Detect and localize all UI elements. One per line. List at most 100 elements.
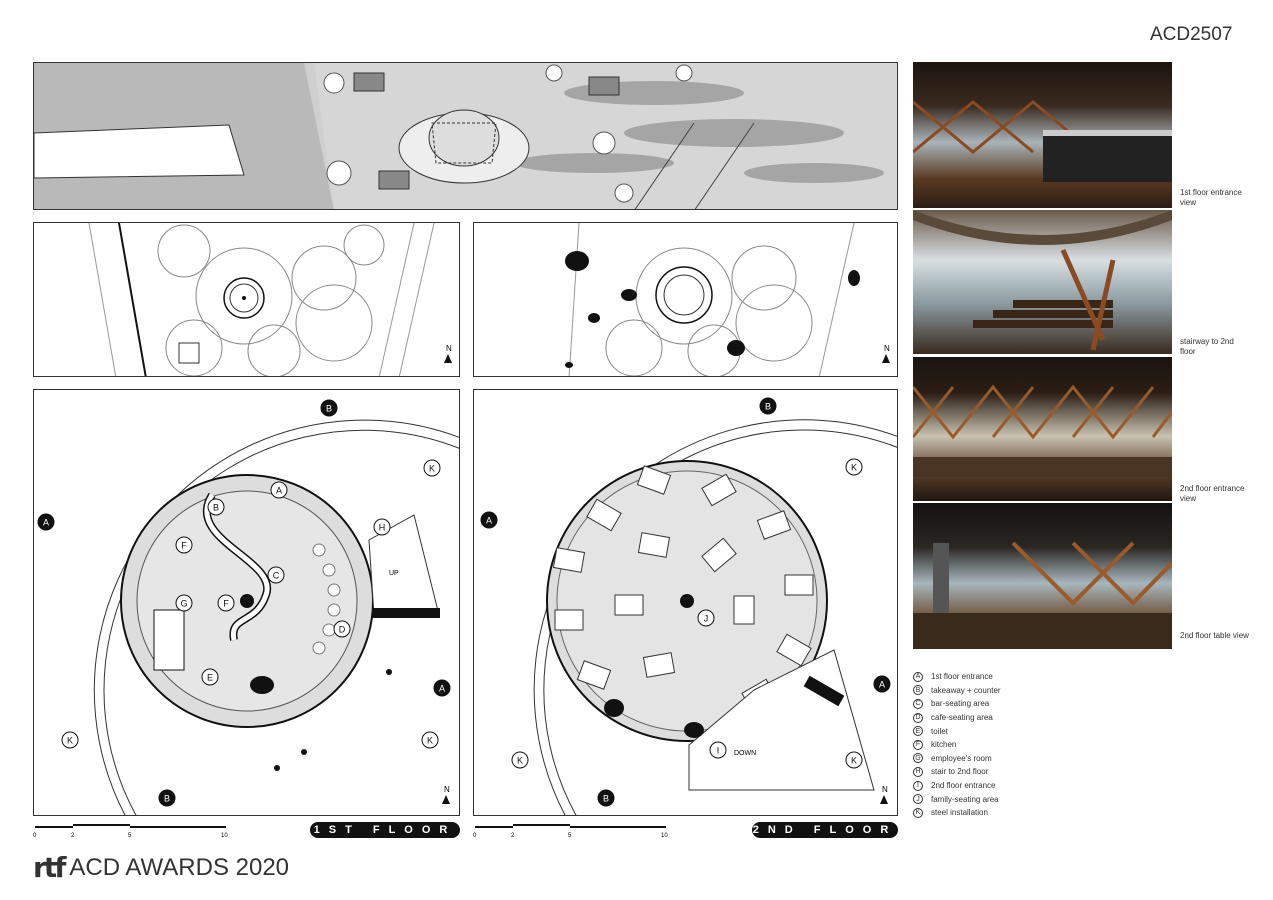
dining-table	[637, 532, 671, 558]
plan-marker-f: F	[217, 594, 235, 612]
svg-text:B: B	[603, 794, 609, 804]
legend-label: takeaway + counter	[931, 685, 1001, 695]
svg-text:K: K	[429, 464, 435, 474]
north-arrow-label: N	[882, 785, 888, 794]
dining-table	[733, 595, 755, 625]
plan-marker-k: K	[845, 458, 863, 476]
svg-text:K: K	[517, 756, 523, 766]
svg-text:H: H	[379, 523, 386, 533]
north-arrow-icon	[442, 795, 450, 804]
svg-text:G: G	[180, 599, 187, 609]
plan-marker-f: F	[175, 536, 193, 554]
legend-key: A	[913, 671, 923, 682]
render-caption: 2nd floor entrance view	[1180, 484, 1245, 503]
legend-label: family-seating area	[931, 794, 999, 804]
floor-label-2nd: 2ND FLOOR	[752, 822, 898, 838]
dining-table	[554, 609, 584, 631]
plan-marker-b: B	[158, 789, 176, 807]
legend-key: H	[913, 766, 923, 777]
svg-text:I: I	[717, 746, 720, 756]
dining-table	[756, 510, 792, 540]
svg-text:10: 10	[221, 833, 228, 839]
plan-marker-a: A	[433, 679, 451, 697]
legend-key: D	[913, 712, 923, 723]
plan-marker-b: B	[207, 498, 225, 516]
aerial-site-view	[33, 62, 898, 210]
svg-text:A: A	[276, 486, 282, 496]
plan-marker-a: A	[873, 675, 891, 693]
render-2nd-floor-entrance	[913, 357, 1172, 501]
site-plan-1st-floor: N	[33, 222, 460, 377]
legend-key: E	[913, 726, 923, 737]
plan-marker-k: K	[845, 751, 863, 769]
north-arrow-label: N	[444, 785, 450, 794]
dining-table	[784, 574, 814, 596]
plan-marker-a: A	[37, 513, 55, 531]
legend-label: bar-seating area	[931, 699, 990, 709]
plan-marker-a: A	[270, 481, 288, 499]
legend-key: J	[913, 794, 923, 805]
project-code: ACD2507	[1150, 24, 1233, 45]
plan-marker-k: K	[511, 751, 529, 769]
svg-text:B: B	[213, 503, 219, 513]
north-arrow-icon	[880, 795, 888, 804]
render-2nd-floor-tables	[913, 503, 1172, 649]
dining-table	[642, 652, 676, 678]
render-caption: stairway to 2nd floor	[1180, 337, 1234, 356]
north-arrow-label: N	[446, 344, 452, 353]
legend-label: toilet	[931, 726, 948, 736]
svg-text:A: A	[43, 518, 49, 528]
plan-marker-k: K	[423, 459, 441, 477]
svg-text:B: B	[326, 404, 332, 414]
plan-marker-b: B	[320, 399, 338, 417]
plan-marker-a: A	[480, 511, 498, 529]
site-plan-2nd-floor: N	[473, 222, 898, 377]
plan-marker-e: E	[201, 668, 219, 686]
svg-text:A: A	[486, 516, 492, 526]
svg-text:A: A	[879, 680, 885, 690]
legend-key: G	[913, 753, 923, 764]
render-caption: 2nd floor table view	[1180, 631, 1249, 640]
plan-marker-k: K	[421, 731, 439, 749]
legend-label: employee's room	[931, 753, 992, 763]
dining-table	[552, 547, 586, 573]
dining-table	[636, 465, 672, 495]
render-stairway	[913, 210, 1172, 354]
floor-label-1st: 1ST FLOOR	[310, 822, 460, 838]
svg-text:0: 0	[33, 833, 37, 839]
north-arrow-label: N	[884, 344, 890, 353]
svg-text:K: K	[67, 736, 73, 746]
svg-text:K: K	[427, 736, 433, 746]
plan-marker-k: K	[61, 731, 79, 749]
plan-marker-b: B	[759, 397, 777, 415]
dining-table	[701, 473, 737, 507]
rtf-logo: rtf ACD AWARDS 2020	[33, 854, 289, 882]
legend-key: F	[913, 739, 923, 750]
plan-marker-g: G	[175, 594, 193, 612]
legend-label: kitchen	[931, 740, 957, 750]
svg-text:10: 10	[661, 833, 668, 839]
legend-key: B	[913, 685, 923, 696]
plan-marker-b: B	[597, 789, 615, 807]
svg-text:F: F	[181, 541, 187, 551]
svg-text:A: A	[439, 684, 445, 694]
svg-text:B: B	[765, 402, 771, 412]
legend-label: 1st floor entrance	[931, 672, 993, 682]
legend-key: C	[913, 698, 923, 709]
plan-marker-j: J	[697, 609, 715, 627]
dining-table	[701, 537, 737, 573]
legend-label: stair to 2nd floor	[931, 767, 989, 777]
north-arrow-icon	[882, 354, 890, 363]
